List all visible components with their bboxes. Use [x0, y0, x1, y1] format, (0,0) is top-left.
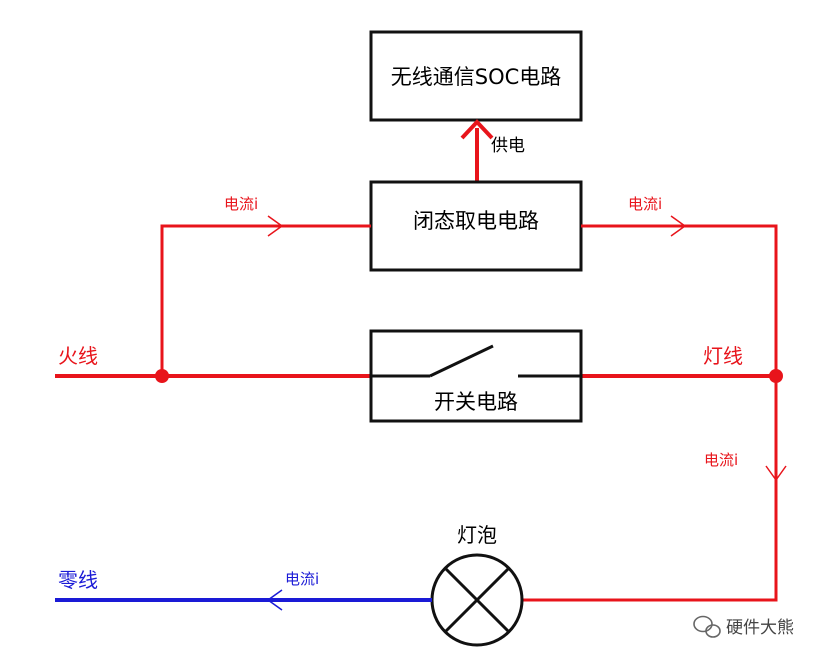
current-label-right: 电流i [704, 451, 738, 469]
power-supply-label: 供电 [491, 136, 525, 156]
bulb-cross-2 [443, 566, 511, 634]
current-label-bottom: 电流i [285, 570, 319, 588]
lamp-return-wire [522, 376, 778, 602]
current-chevron-top-left [267, 215, 284, 237]
soc-block [369, 30, 583, 122]
watermark: 硬件大熊 [693, 615, 794, 638]
current-chevron-right [765, 465, 787, 482]
wechat-icon [693, 615, 721, 638]
neutral-wire-label: 零线 [58, 568, 98, 592]
switch-blade [429, 344, 494, 378]
current-chevron-bottom [266, 589, 283, 611]
current-label-top-right: 电流i [628, 195, 662, 213]
off-state-block [369, 180, 583, 272]
watermark-text: 硬件大熊 [726, 618, 794, 638]
switch-block-label: 开关电路 [434, 390, 518, 414]
off-state-block-label: 闭态取电电路 [413, 209, 539, 233]
current-label-top-left: 电流i [224, 195, 258, 213]
bulb-label: 灯泡 [457, 523, 497, 547]
soc-block-label: 无线通信SOC电路 [391, 65, 562, 89]
upper-left-wire [160, 224, 371, 376]
lamp-wire-label: 灯线 [703, 344, 743, 368]
live-wire-label: 火线 [58, 344, 98, 368]
upper-right-wire [581, 224, 778, 376]
power-supply-arrowhead [460, 119, 494, 140]
current-chevron-top-right [670, 215, 687, 237]
junction-left [155, 369, 169, 383]
